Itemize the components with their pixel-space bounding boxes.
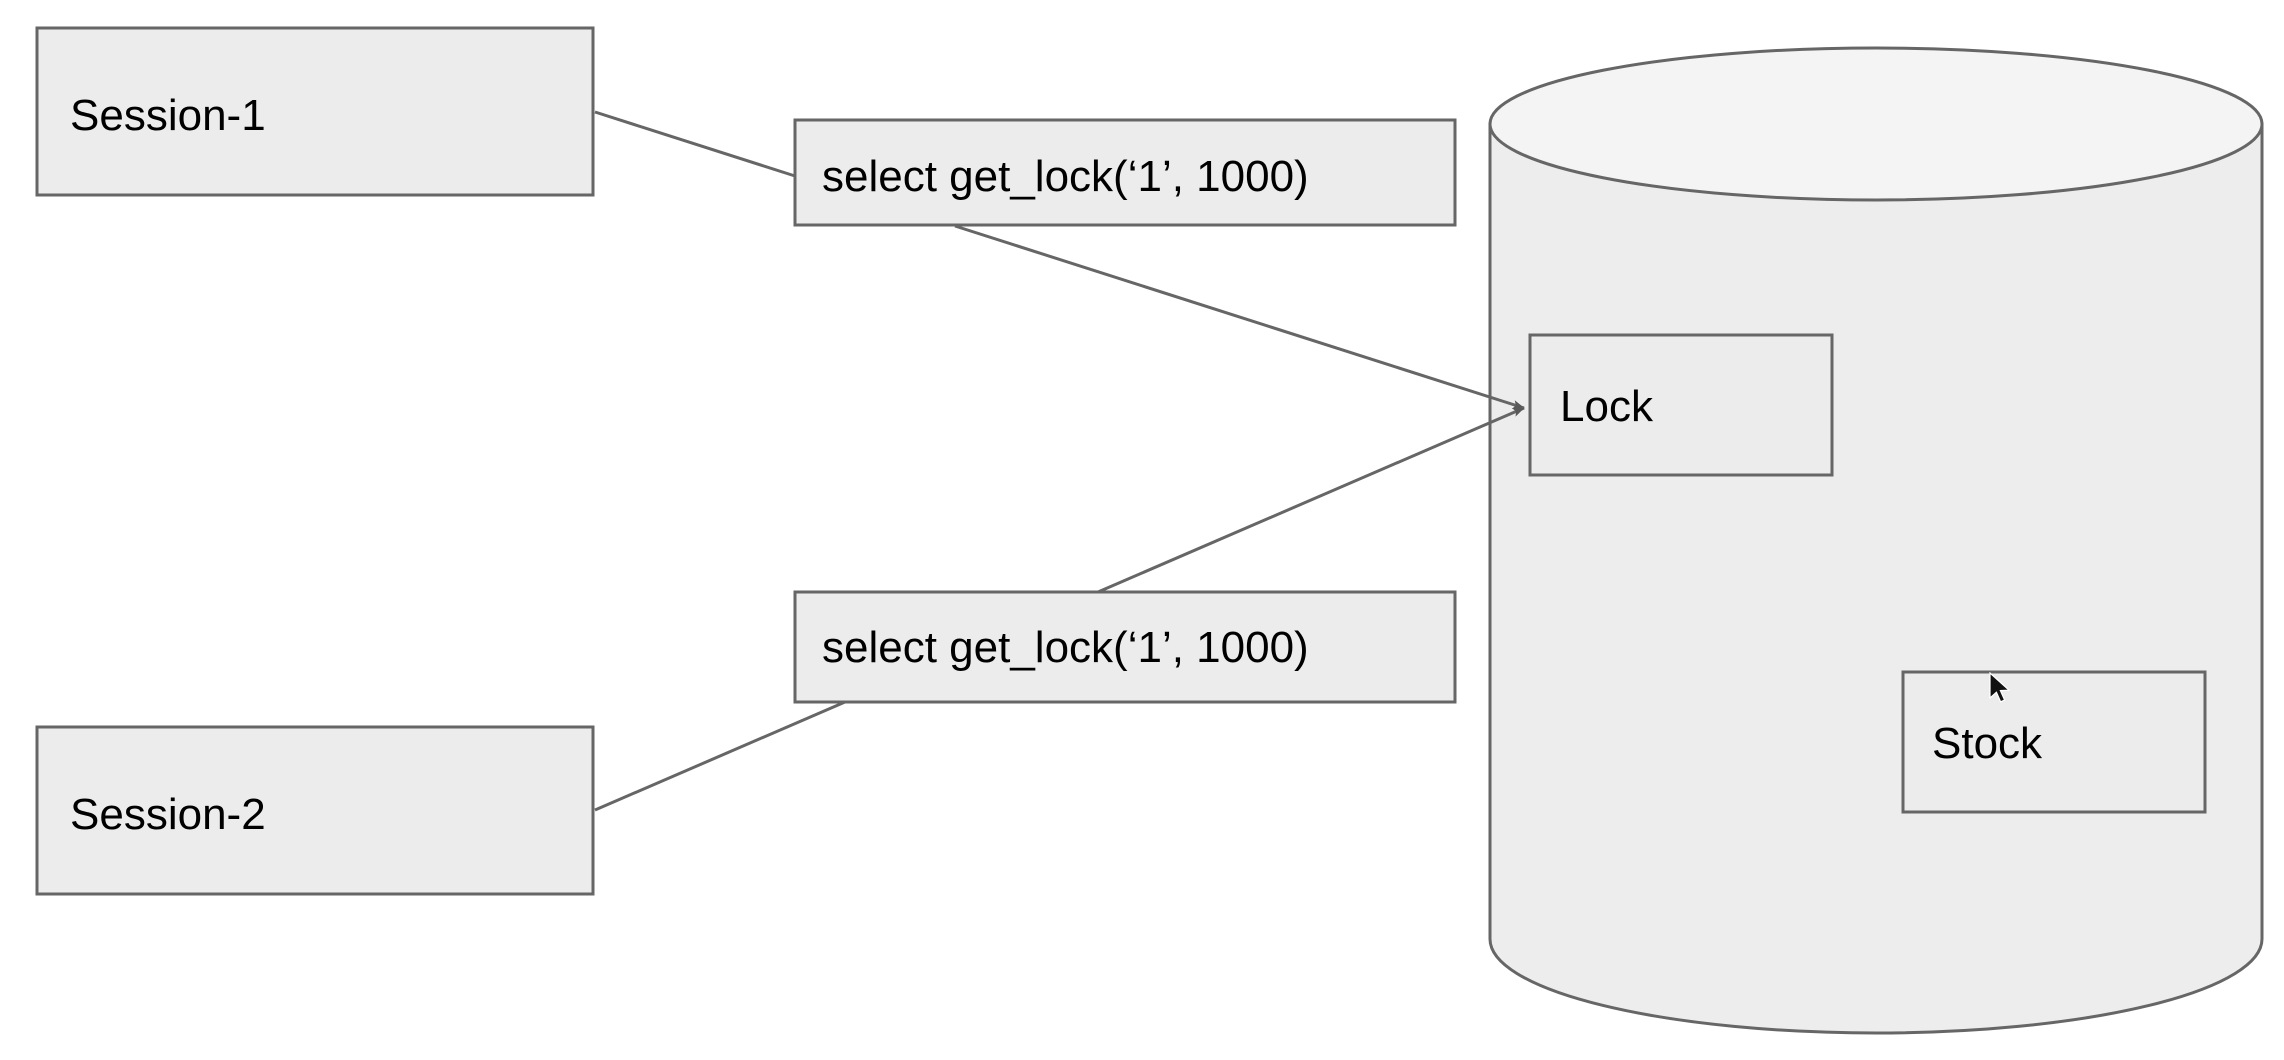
database-cylinder[interactable]: [1488, 46, 2264, 1035]
edge-session1-query1[interactable]: [594, 110, 796, 178]
mouse-pointer-icon: [1989, 672, 2011, 703]
edge-query2-lock[interactable]: [1097, 406, 1525, 594]
query-2-box[interactable]: [793, 590, 1457, 704]
session-2-box[interactable]: [35, 725, 595, 896]
lock-box[interactable]: [1528, 333, 1834, 477]
edge-session2-query2[interactable]: [594, 700, 846, 812]
cylinder-body: [1488, 122, 2264, 1035]
query-1-box[interactable]: [793, 118, 1457, 227]
cylinder-top-ellipse: [1488, 46, 2264, 202]
edge-query1-lock[interactable]: [954, 224, 1525, 410]
stock-box[interactable]: [1901, 670, 2207, 814]
session-1-box[interactable]: [35, 26, 595, 197]
